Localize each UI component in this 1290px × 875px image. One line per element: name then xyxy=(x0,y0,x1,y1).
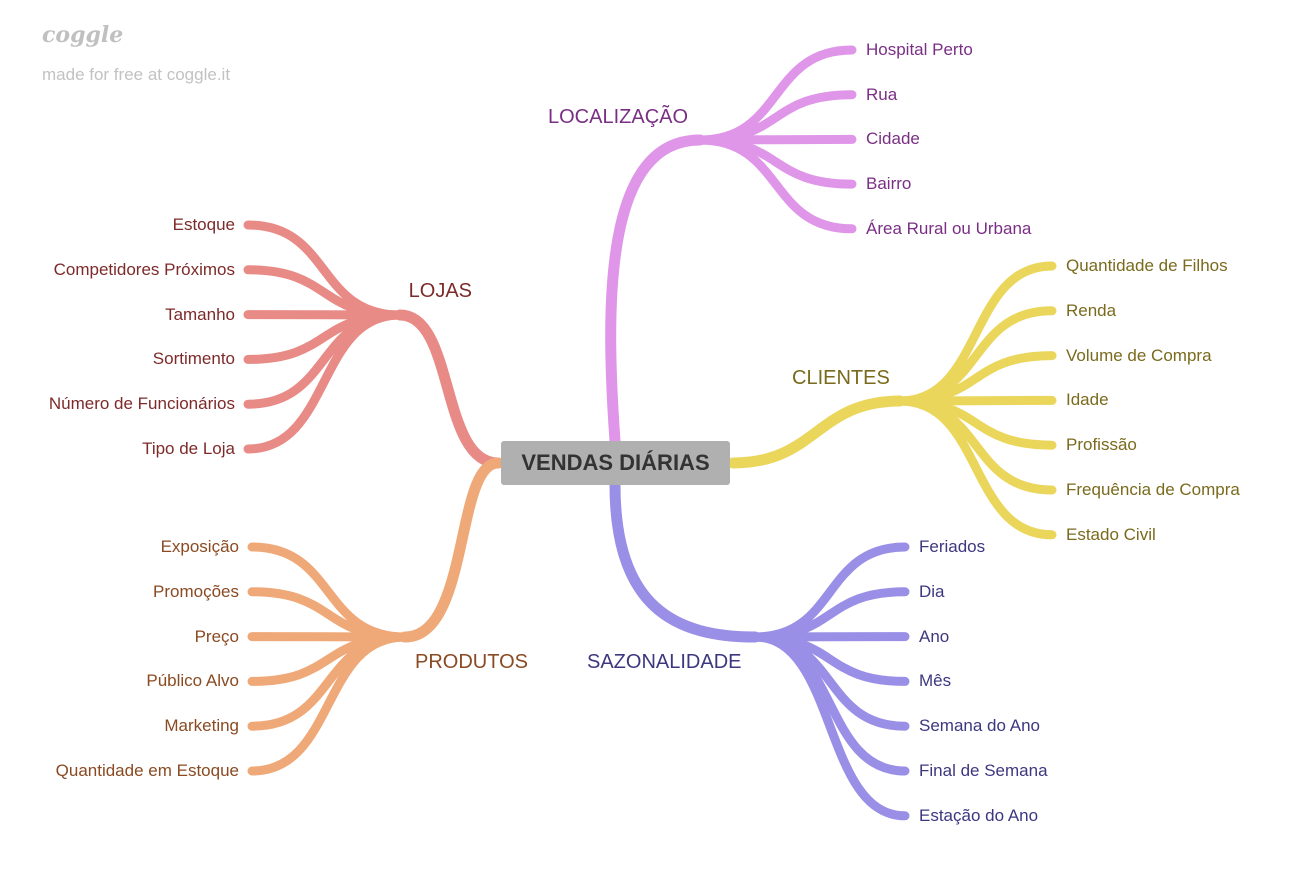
lojas-leaf-node[interactable]: Sortimento xyxy=(152,349,235,369)
sazonalidade-trunk-connector xyxy=(609,479,761,643)
sazonalidade-branch-node[interactable]: SAZONALIDADE xyxy=(587,651,742,673)
sazonalidade-leaf-node[interactable]: Semana do Ano xyxy=(919,716,1040,736)
produtos-leaf-node[interactable]: Preço xyxy=(194,626,239,646)
lojas-leaf-node[interactable]: Tipo de Loja xyxy=(142,439,235,458)
sazonalidade-leaf-node[interactable]: Dia xyxy=(919,581,945,601)
sazonalidade-leaf-node[interactable]: Estação do Ano xyxy=(919,805,1039,825)
clientes-leaf-node[interactable]: Quantidade de Filhos xyxy=(1066,256,1228,275)
produtos-leaf-node[interactable]: Promoções xyxy=(153,581,239,601)
sazonalidade-leaf-connector xyxy=(750,632,910,821)
produtos-branch-node[interactable]: PRODUTOS xyxy=(415,651,528,673)
sazonalidade-leaf-node[interactable]: Final de Semana xyxy=(919,761,1048,780)
produtos-leaf-node[interactable]: Marketing xyxy=(164,716,239,736)
central-node-label: VENDAS DIÁRIAS xyxy=(521,450,710,475)
lojas-trunk-connector xyxy=(394,309,504,469)
central-node[interactable]: VENDAS DIÁRIAS xyxy=(501,441,730,485)
localizacao-leaf-node[interactable]: Rua xyxy=(866,84,898,104)
lojas-leaf-node[interactable]: Competidores Próximos xyxy=(53,259,235,279)
coggle-credit-link[interactable]: made for free at coggle.it xyxy=(42,65,231,84)
localizacao-leaf-node[interactable]: Cidade xyxy=(866,129,920,149)
localizacao-trunk-connector xyxy=(605,134,706,447)
localizacao-leaf-connector xyxy=(695,135,857,234)
localizacao-branch-node[interactable]: LOCALIZAÇÃO xyxy=(548,106,689,128)
clientes-leaf-node[interactable]: Renda xyxy=(1066,300,1117,320)
clientes-trunk-connector xyxy=(727,395,906,469)
clientes-leaf-node[interactable]: Frequência de Compra xyxy=(1066,480,1240,499)
produtos-trunk-connector xyxy=(399,457,504,643)
lojas-leaf-connector xyxy=(243,310,405,454)
sazonalidade-leaf-node[interactable]: Feriados xyxy=(919,537,986,556)
localizacao-leaf-node[interactable]: Hospital Perto xyxy=(866,40,973,59)
clientes-branch-node[interactable]: CLIENTES xyxy=(792,367,890,389)
clientes-leaf-connector xyxy=(895,396,1057,540)
produtos-leaf-connector xyxy=(247,632,410,776)
lojas-leaf-node[interactable]: Estoque xyxy=(172,215,235,234)
localizacao-leaf-node[interactable]: Bairro xyxy=(866,174,912,194)
produtos-leaf-node[interactable]: Público Alvo xyxy=(146,671,239,691)
localizacao-leaf-node[interactable]: Área Rural ou Urbana xyxy=(866,218,1032,238)
clientes-leaf-node[interactable]: Volume de Compra xyxy=(1066,345,1212,365)
produtos-leaf-node[interactable]: Quantidade em Estoque xyxy=(55,761,239,780)
lojas-leaf-node[interactable]: Número de Funcionários xyxy=(48,394,235,414)
coggle-logo: coggle xyxy=(42,22,124,48)
sazonalidade-leaf-node[interactable]: Mês xyxy=(919,671,952,691)
produtos-leaf-node[interactable]: Exposição xyxy=(160,537,239,556)
sazonalidade-leaf-node[interactable]: Ano xyxy=(919,626,950,646)
clientes-leaf-node[interactable]: Idade xyxy=(1066,390,1109,410)
lojas-branch-node[interactable]: LOJAS xyxy=(408,280,472,302)
clientes-leaf-node[interactable]: Profissão xyxy=(1066,435,1137,455)
clientes-leaf-node[interactable]: Estado Civil xyxy=(1066,524,1156,544)
lojas-leaf-node[interactable]: Tamanho xyxy=(165,304,235,324)
